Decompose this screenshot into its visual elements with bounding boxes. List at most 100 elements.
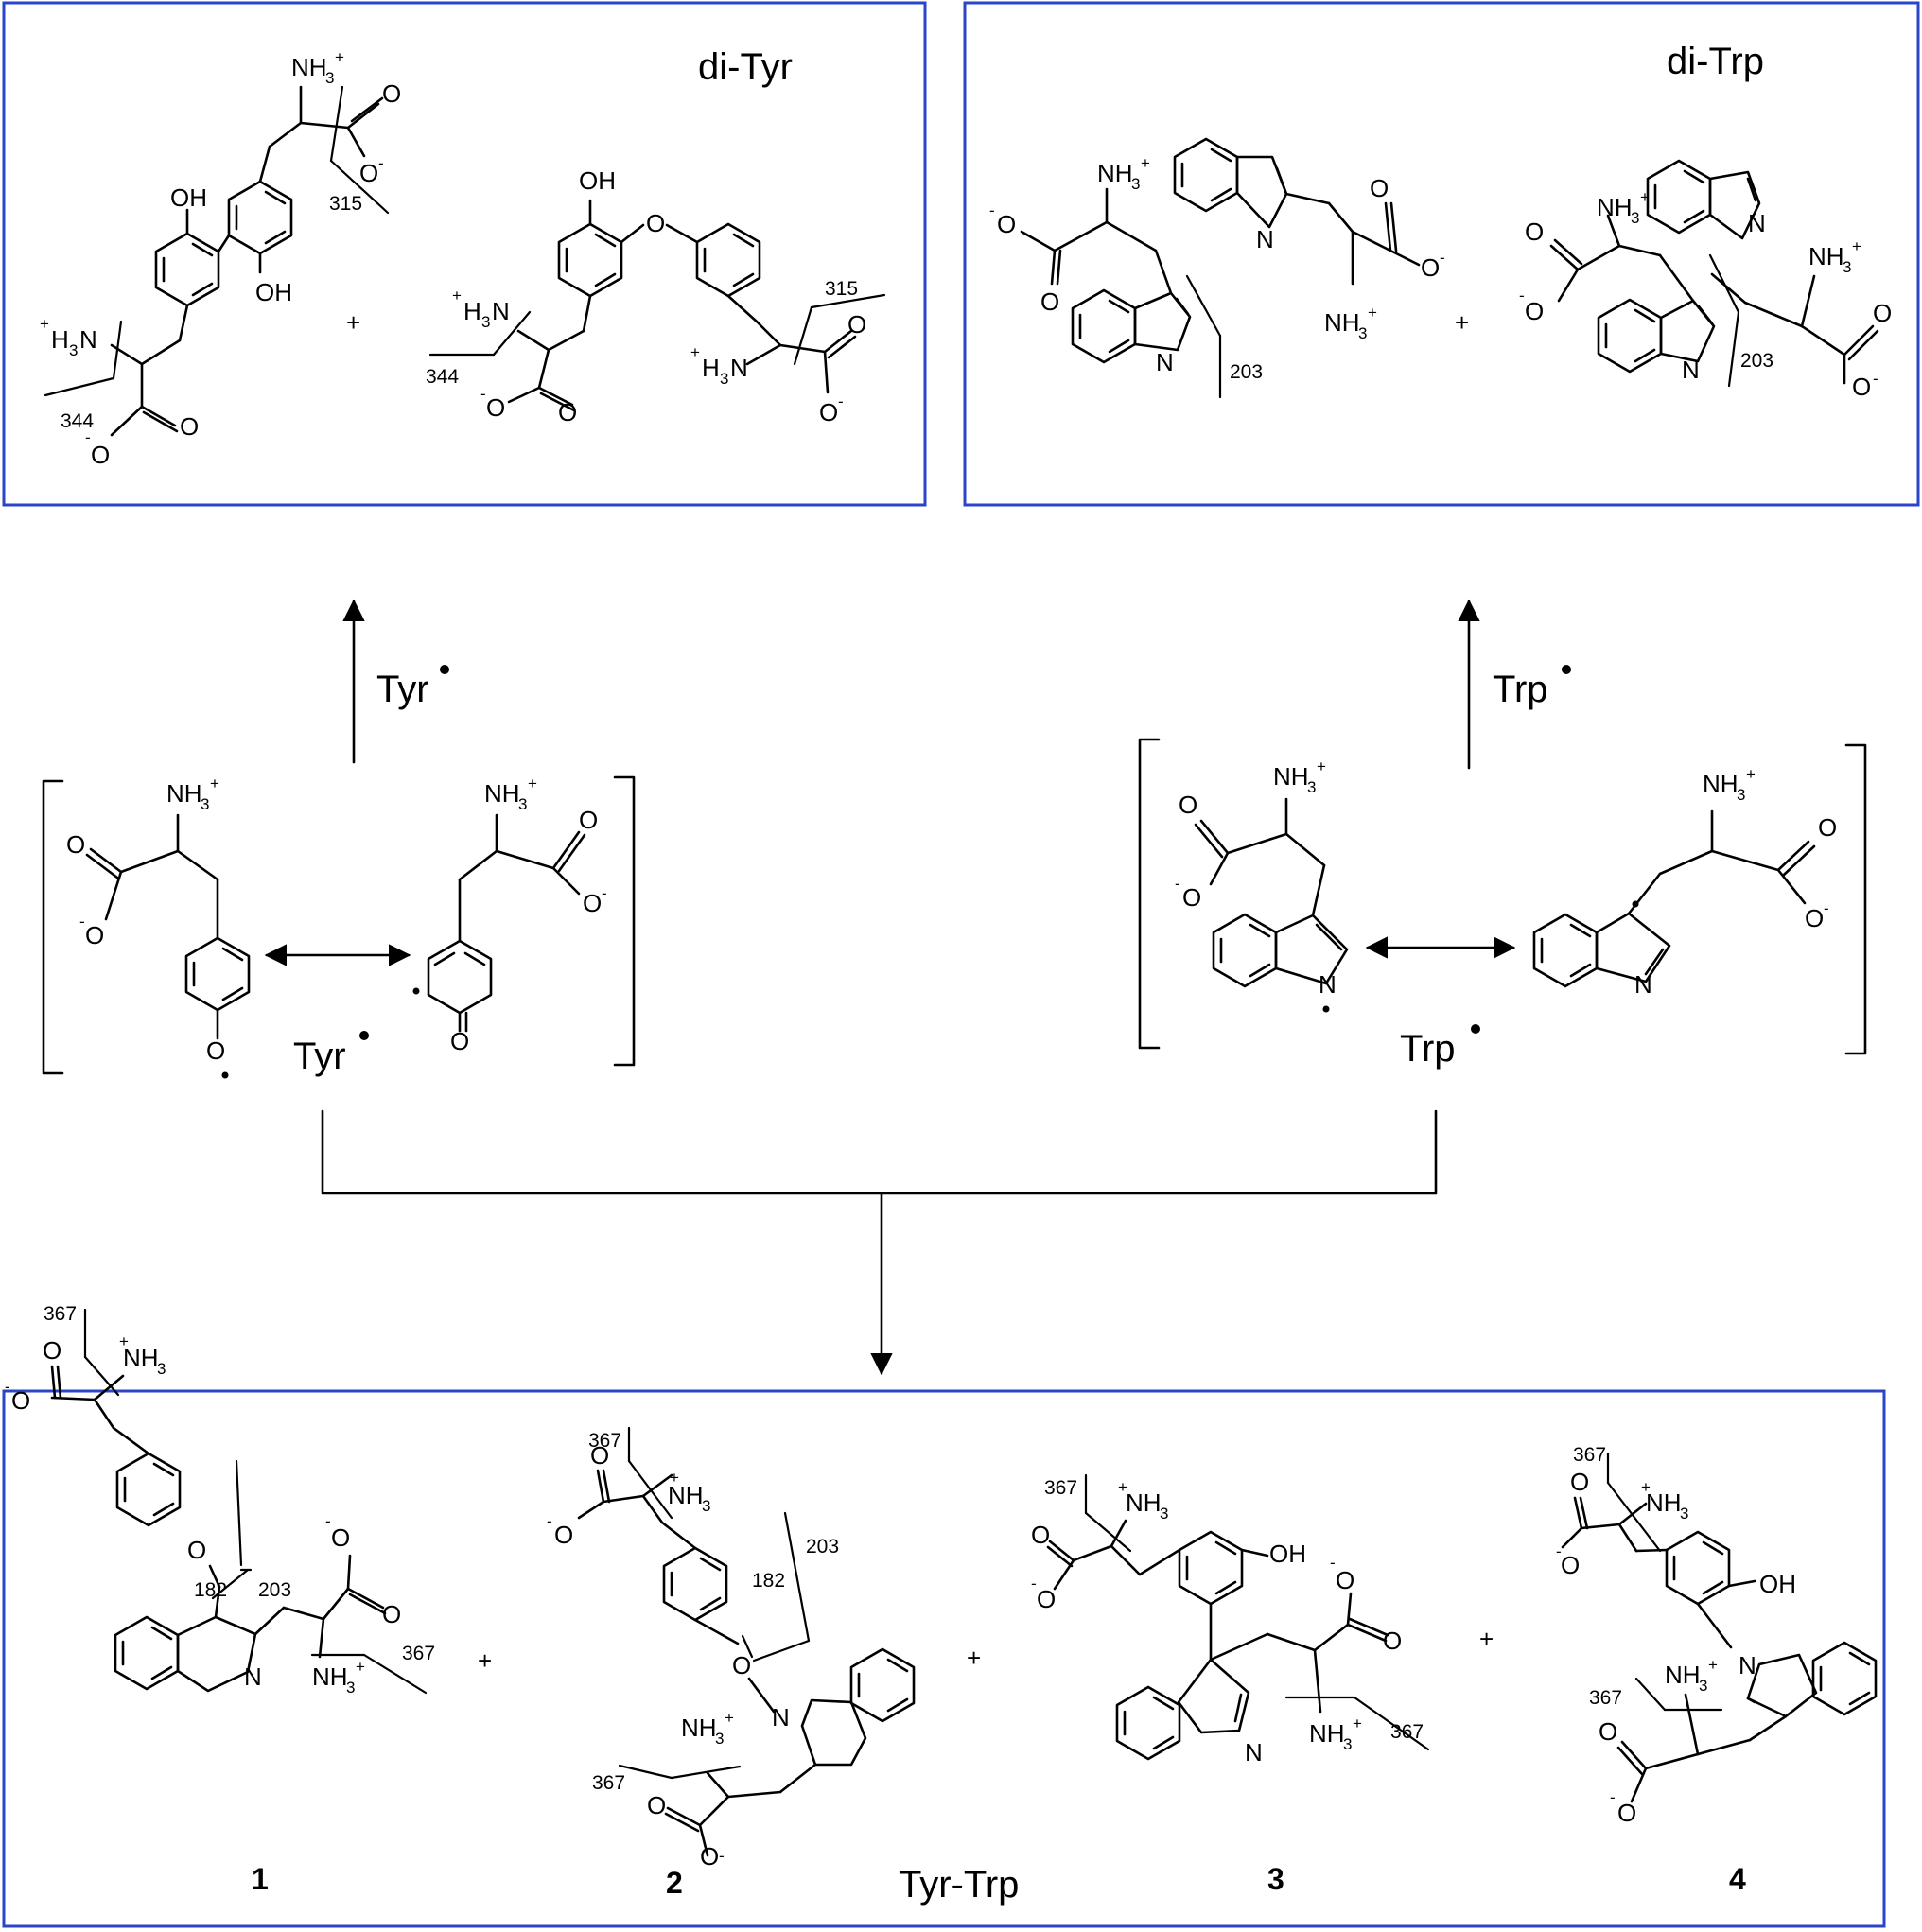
di-tyr-molecule-b: O OH + H 3 N O - O 344 + H 3 N O O -: [426, 166, 886, 426]
tyr-reagent-label: Tyr: [376, 669, 429, 710]
svg-text:N: N: [1682, 356, 1700, 384]
svg-text:O: O: [85, 921, 104, 949]
svg-text:O: O: [1525, 218, 1544, 246]
svg-text:O: O: [558, 398, 577, 426]
svg-text:H: H: [702, 354, 720, 382]
svg-text:4: 4: [1729, 1862, 1746, 1896]
svg-text:N: N: [730, 354, 748, 382]
svg-text:N: N: [492, 297, 510, 325]
svg-text:-: -: [1610, 1788, 1616, 1806]
svg-text:H: H: [51, 325, 69, 354]
svg-text:NH: NH: [166, 779, 202, 808]
svg-text:O: O: [206, 1036, 225, 1065]
svg-text:OH: OH: [255, 278, 292, 306]
svg-text:3: 3: [518, 795, 527, 813]
svg-text:O: O: [554, 1521, 573, 1549]
svg-text:203: 203: [1230, 361, 1263, 383]
compound-2: O N NH 3 + O O - O - O NH 3 + 367 3: [547, 1426, 916, 1900]
svg-text:-: -: [1330, 1554, 1336, 1572]
svg-text:+: +: [1641, 1478, 1651, 1496]
svg-text:O: O: [382, 1600, 401, 1628]
svg-text:N: N: [1245, 1738, 1263, 1767]
svg-text:3: 3: [715, 1730, 724, 1748]
svg-text:-: -: [1440, 249, 1445, 267]
svg-text:NH: NH: [484, 779, 520, 808]
trp-radical-indolyl-n: N NH 3 + O - O: [1175, 757, 1349, 1013]
svg-text:3: 3: [346, 1679, 355, 1697]
svg-text:+: +: [356, 1658, 365, 1676]
svg-text:367: 367: [44, 1303, 77, 1325]
svg-text:+: +: [1141, 154, 1150, 172]
svg-text:344: 344: [61, 410, 94, 432]
svg-text:NH: NH: [291, 53, 327, 81]
svg-text:N: N: [772, 1703, 790, 1732]
tyr-radical-label: Tyr: [293, 1036, 346, 1077]
svg-text:-: -: [79, 913, 85, 931]
svg-text:3: 3: [702, 1497, 710, 1515]
compound-3: OH N O O - NH 3 + 367 O O - NH 3 +: [1031, 1473, 1430, 1896]
svg-text:NH: NH: [1097, 159, 1133, 187]
svg-text:+: +: [210, 775, 219, 792]
svg-text:3: 3: [1631, 209, 1639, 227]
svg-text:O: O: [1421, 253, 1440, 282]
tyr-radical-phenoxyl: O NH 3 + O - O: [66, 775, 251, 1079]
svg-text:NH: NH: [1703, 770, 1739, 798]
svg-text:+: +: [40, 315, 49, 333]
svg-text:-: -: [480, 385, 486, 403]
svg-text:O: O: [187, 1536, 206, 1564]
svg-text:+: +: [452, 287, 462, 305]
svg-text:O: O: [1037, 1585, 1056, 1613]
svg-text:3: 3: [720, 370, 728, 388]
di-tyr-title: di-Tyr: [698, 46, 793, 88]
di-trp-box: [963, 1, 1920, 507]
svg-text:+: +: [1368, 304, 1377, 322]
plus-2-3: +: [967, 1644, 981, 1672]
svg-text:3: 3: [325, 69, 334, 87]
svg-text:O: O: [486, 393, 505, 422]
svg-text:3: 3: [1343, 1735, 1352, 1753]
svg-text:O: O: [1873, 299, 1892, 327]
svg-text:O: O: [91, 441, 110, 469]
svg-text:-: -: [5, 1378, 10, 1396]
svg-text:NH: NH: [1597, 193, 1633, 221]
plus-di-tyr: +: [346, 308, 360, 337]
svg-text:+: +: [119, 1332, 129, 1350]
svg-text:O: O: [700, 1842, 719, 1871]
svg-text:+: +: [335, 48, 344, 66]
svg-text:-: -: [1031, 1575, 1037, 1593]
trp-reagent-label: Trp: [1493, 669, 1548, 710]
svg-text:367: 367: [402, 1643, 435, 1664]
svg-text:NH: NH: [668, 1481, 704, 1509]
svg-text:OH: OH: [1759, 1570, 1796, 1598]
svg-text:3: 3: [481, 313, 490, 331]
svg-text:O: O: [382, 79, 401, 108]
svg-text:O: O: [1179, 791, 1197, 819]
svg-text:3: 3: [1680, 1505, 1688, 1523]
svg-text:O: O: [819, 398, 838, 426]
trp-radical-label: Trp: [1400, 1028, 1456, 1070]
svg-text:O: O: [180, 412, 199, 441]
svg-text:+: +: [528, 775, 537, 792]
svg-text:3: 3: [1737, 786, 1745, 804]
svg-text:3: 3: [1267, 1862, 1284, 1896]
svg-text:367: 367: [1044, 1477, 1077, 1499]
svg-text:N: N: [1256, 225, 1274, 253]
svg-text:O: O: [1570, 1468, 1589, 1496]
merge-connector: [321, 1109, 1438, 1195]
svg-text:NH: NH: [1646, 1488, 1682, 1517]
svg-text:+: +: [1708, 1656, 1718, 1674]
trp-reagent-dot: [1562, 665, 1571, 674]
tyr-radical-label-dot: [359, 1031, 369, 1040]
svg-text:N: N: [1319, 970, 1337, 999]
svg-text:N: N: [1748, 209, 1766, 237]
radical-dot: [221, 1071, 229, 1079]
svg-text:-: -: [602, 884, 607, 902]
svg-text:O: O: [1040, 287, 1059, 316]
svg-text:+: +: [670, 1469, 679, 1487]
svg-text:NH: NH: [1665, 1661, 1701, 1689]
svg-text:O: O: [1370, 174, 1389, 202]
svg-text:3: 3: [69, 341, 78, 359]
tyr-radical-bracket: [42, 775, 636, 1075]
svg-text:O: O: [1599, 1717, 1617, 1746]
